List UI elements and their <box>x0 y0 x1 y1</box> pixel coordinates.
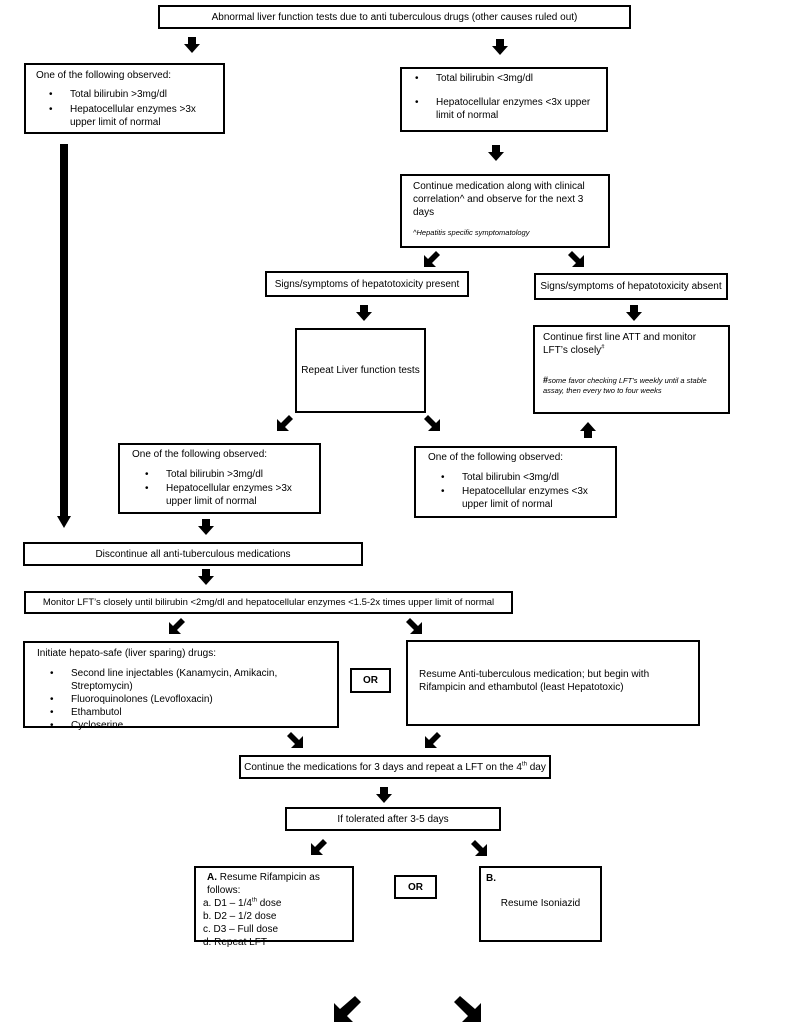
signs-present-box: Signs/symptoms of hepatotoxicity present <box>265 271 469 297</box>
option-a-step: c. D3 – Full dose <box>203 924 279 935</box>
arrow-down-icon <box>184 37 200 53</box>
long-arrow-head <box>57 516 71 528</box>
resume-att-text: Resume Anti-tuberculous medication; but … <box>419 669 650 693</box>
arrow-diag-right-icon <box>568 251 584 267</box>
continue-first-line-note: some favor checking LFT’s weekly until a… <box>543 376 707 395</box>
observed-high-heading: One of the following observed: <box>132 449 268 460</box>
arrow-down-icon <box>198 569 214 585</box>
discontinue-box: Discontinue all anti-tuberculous medicat… <box>23 542 363 566</box>
arrow-down-icon <box>492 39 508 55</box>
or-box-1: OR <box>350 668 391 693</box>
or-label-1: OR <box>363 675 378 686</box>
signs-present-text: Signs/symptoms of hepatotoxicity present <box>274 278 460 290</box>
option-b-text: Resume Isoniazid <box>500 898 581 909</box>
observed-low-item: Hepatocellular enzymes <3x upper limit o… <box>428 485 605 511</box>
discontinue-text: Discontinue all anti-tuberculous medicat… <box>95 548 291 560</box>
arrow-diag-left-icon <box>311 839 327 855</box>
observed-low-item: Total bilirubin <3mg/dl <box>428 471 605 484</box>
right-low-item: Total bilirubin <3mg/dl <box>402 72 600 85</box>
continue-first-line-text: Continue first line ATT and monitor LFT’… <box>543 332 697 356</box>
left-high-box: One of the following observed: Total bil… <box>24 63 225 134</box>
hepato-safe-item: Fluoroquinolones (Levofloxacin) <box>37 693 333 706</box>
note-hash-mark: # <box>543 375 549 385</box>
or-label-2: OR <box>408 881 423 893</box>
continue-3days-box: Continue the medications for 3 days and … <box>239 755 551 779</box>
monitor-box: Monitor LFT’s closely until bilirubin <2… <box>24 591 513 614</box>
left-high-heading: One of the following observed: <box>36 70 172 81</box>
option-a-step: b. D2 – 1/2 dose <box>203 911 277 922</box>
option-a-box: A. Resume Rifampicin as follows: a. D1 –… <box>194 866 354 948</box>
arrow-diag-right-icon <box>424 415 440 431</box>
arrow-diag-right-icon <box>406 618 422 634</box>
repeat-lft-box: Repeat Liver function tests <box>295 328 426 413</box>
continue-3days-sup: th <box>521 761 527 768</box>
tolerated-text: If tolerated after 3-5 days <box>337 813 449 825</box>
arrow-diag-left-icon <box>277 415 293 431</box>
hepato-safe-item: Ethambutol <box>37 706 333 719</box>
arrow-down-icon <box>626 305 642 321</box>
arrow-diag-left-icon <box>425 732 441 748</box>
arrow-diag-right-icon <box>471 840 487 856</box>
or-box-2: OR <box>394 875 437 899</box>
continue-med-text: Continue medication along with clinical … <box>413 181 585 218</box>
repeat-lft-text: Repeat Liver function tests <box>301 365 420 376</box>
arrow-down-icon <box>198 519 214 535</box>
option-a-step1-post: dose <box>256 898 282 909</box>
arrow-down-icon <box>356 305 372 321</box>
option-b-box: B. Resume Isoniazid <box>479 866 602 942</box>
hepato-safe-item: Cycloserine <box>37 719 333 732</box>
top-text: Abnormal liver function tests due to ant… <box>211 11 578 23</box>
option-a-step: a. D1 – 1/4th dose <box>203 897 348 910</box>
resume-att-box: Resume Anti-tuberculous medication; but … <box>406 640 700 726</box>
continue-med-note: ^Hepatitis specific symptomatology <box>413 228 530 237</box>
hepato-safe-box: Initiate hepato-safe (liver sparing) dru… <box>23 641 339 732</box>
right-low-box: Total bilirubin <3mg/dl Hepatocellular e… <box>400 67 608 132</box>
option-a-label: A. <box>207 872 217 883</box>
monitor-text: Monitor LFT’s closely until bilirubin <2… <box>42 597 495 608</box>
left-high-item: Total bilirubin >3mg/dl <box>36 88 213 101</box>
arrow-diag-right-icon <box>287 732 303 748</box>
option-a-step1-sup: th <box>251 897 257 904</box>
signs-absent-text: Signs/symptoms of hepatotoxicity absent <box>540 281 722 292</box>
observed-high-item: Hepatocellular enzymes >3x upper limit o… <box>132 482 309 508</box>
continue-3days-text: Continue the medications for 3 days and … <box>244 761 546 774</box>
observed-high-item: Total bilirubin >3mg/dl <box>132 468 309 481</box>
arrow-diag-left-large-icon <box>334 996 361 1022</box>
left-high-item: Hepatocellular enzymes >3x upper limit o… <box>36 103 213 129</box>
arrow-diag-left-icon <box>424 251 440 267</box>
continue-3days-pre: Continue the medications for 3 days and … <box>244 761 522 773</box>
hash-mark: # <box>601 344 605 351</box>
continue-3days-post: day <box>526 761 546 773</box>
arrow-down-icon <box>376 787 392 803</box>
continue-first-line-box: Continue first line ATT and monitor LFT’… <box>533 325 730 414</box>
long-arrow-shaft <box>60 144 68 518</box>
tolerated-box: If tolerated after 3-5 days <box>285 807 501 831</box>
hepato-safe-heading: Initiate hepato-safe (liver sparing) dru… <box>37 648 216 659</box>
observed-low-heading: One of the following observed: <box>428 452 564 463</box>
top-box: Abnormal liver function tests due to ant… <box>158 5 631 29</box>
arrow-up-icon <box>580 422 596 438</box>
option-a-step1-pre: a. D1 – 1/4 <box>203 898 252 909</box>
arrow-diag-right-large-icon <box>454 996 481 1022</box>
option-b-label: B. <box>486 873 496 884</box>
arrow-down-icon <box>488 145 504 161</box>
continue-med-box: Continue medication along with clinical … <box>400 174 610 248</box>
option-a-title: Resume Rifampicin as follows: <box>207 872 320 896</box>
signs-absent-box: Signs/symptoms of hepatotoxicity absent <box>534 273 728 300</box>
observed-high-box: One of the following observed: Total bil… <box>118 443 321 514</box>
arrow-diag-left-icon <box>169 618 185 634</box>
observed-low-box: One of the following observed: Total bil… <box>414 446 617 518</box>
hepato-safe-item: Second line injectables (Kanamycin, Amik… <box>37 667 333 693</box>
right-low-item: Hepatocellular enzymes <3x upper limit o… <box>402 96 600 122</box>
option-a-step: d. Repeat LFT <box>203 937 267 948</box>
